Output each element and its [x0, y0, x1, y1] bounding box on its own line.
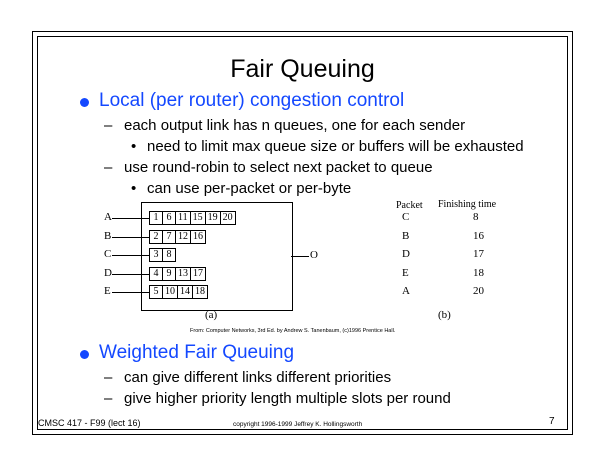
- packet-cell: 10: [162, 285, 178, 299]
- packet-cell: 19: [204, 211, 221, 225]
- input-line: [112, 236, 150, 238]
- dash-icon: –: [104, 369, 113, 386]
- queue-label: D: [104, 266, 112, 279]
- packet-cell: 17: [190, 266, 206, 281]
- bullet-icon: [80, 350, 89, 359]
- finishing-time-cell: 18: [473, 266, 484, 279]
- input-line: [112, 273, 150, 275]
- finishing-time-cell: 20: [473, 285, 484, 297]
- packet-cell: 13: [175, 266, 191, 281]
- packet-cell: C: [402, 211, 410, 223]
- finishing-time-cell: 17: [473, 248, 484, 260]
- footer-course: CMSC 417 - F99 (lect 16): [38, 418, 141, 428]
- slide-title: Fair Queuing: [230, 55, 375, 83]
- caption-a: (a): [205, 309, 218, 321]
- packet-cell: 15: [189, 211, 206, 225]
- packet-cell: 9: [162, 266, 176, 281]
- queue-label: B: [104, 229, 112, 242]
- packet-cell: 14: [177, 285, 193, 299]
- output-label: O: [310, 249, 318, 261]
- packet-cell: 20: [219, 211, 236, 225]
- packet-cell: B: [402, 229, 410, 242]
- bullet-weighted-fair-queuing: Weighted Fair Queuing: [99, 342, 295, 363]
- sub-bullet: can give different links different prior…: [124, 369, 392, 386]
- small-bullet-icon: •: [131, 138, 137, 155]
- packet-cell: 5: [149, 285, 163, 299]
- queue-label: C: [104, 248, 112, 260]
- bullet-icon: [80, 98, 89, 107]
- input-line: [112, 255, 150, 256]
- sub-bullet: give higher priority length multiple slo…: [124, 390, 451, 407]
- packet-cell: 3: [149, 248, 163, 262]
- dash-icon: –: [104, 159, 113, 176]
- packet-cell: 16: [190, 229, 206, 244]
- input-line: [112, 292, 150, 293]
- input-line: [112, 218, 150, 219]
- packet-cell: 6: [162, 211, 176, 225]
- finishing-time-cell: 8: [473, 211, 479, 223]
- footer-copyright: copyright 1996-1999 Jeffrey K. Hollingsw…: [233, 421, 363, 428]
- packet-cell: 11: [175, 211, 191, 225]
- packet-cell: 2: [149, 229, 163, 244]
- output-line: [291, 256, 309, 257]
- caption-b: (b): [438, 309, 451, 321]
- sub-sub-bullet: can use per-packet or per-byte: [147, 180, 352, 197]
- packet-cell: 4: [149, 266, 163, 281]
- finishing-time-cell: 16: [473, 229, 484, 242]
- sub-bullet: use round-robin to select next packet to…: [124, 159, 433, 176]
- figure-credit: From: Computer Networks, 3rd Ed. by Andr…: [190, 328, 396, 334]
- table-header-packet: Packet: [396, 200, 423, 211]
- sub-bullet: each output link has n queues, one for e…: [124, 117, 466, 134]
- packet-cell: 7: [162, 229, 176, 244]
- packet-cell: 1: [149, 211, 163, 225]
- queue-label: A: [104, 211, 112, 223]
- sub-sub-bullet: need to limit max queue size or buffers …: [147, 138, 524, 155]
- packet-cell: 12: [175, 229, 191, 244]
- packet-cell: 18: [192, 285, 208, 299]
- packet-cell: A: [402, 285, 410, 297]
- slide-inner-border: [37, 36, 568, 430]
- table-header-finishing-time: Finishing time: [438, 199, 497, 210]
- packet-cell: E: [402, 266, 409, 279]
- small-bullet-icon: •: [131, 180, 137, 197]
- packet-cell: 8: [162, 248, 176, 262]
- packet-cell: D: [402, 248, 410, 260]
- slide-outer-border: [32, 31, 573, 435]
- queue-label: E: [104, 285, 111, 297]
- dash-icon: –: [104, 117, 113, 134]
- bullet-local-congestion: Local (per router) congestion control: [99, 90, 405, 111]
- dash-icon: –: [104, 390, 113, 407]
- footer-page-number: 7: [549, 416, 555, 427]
